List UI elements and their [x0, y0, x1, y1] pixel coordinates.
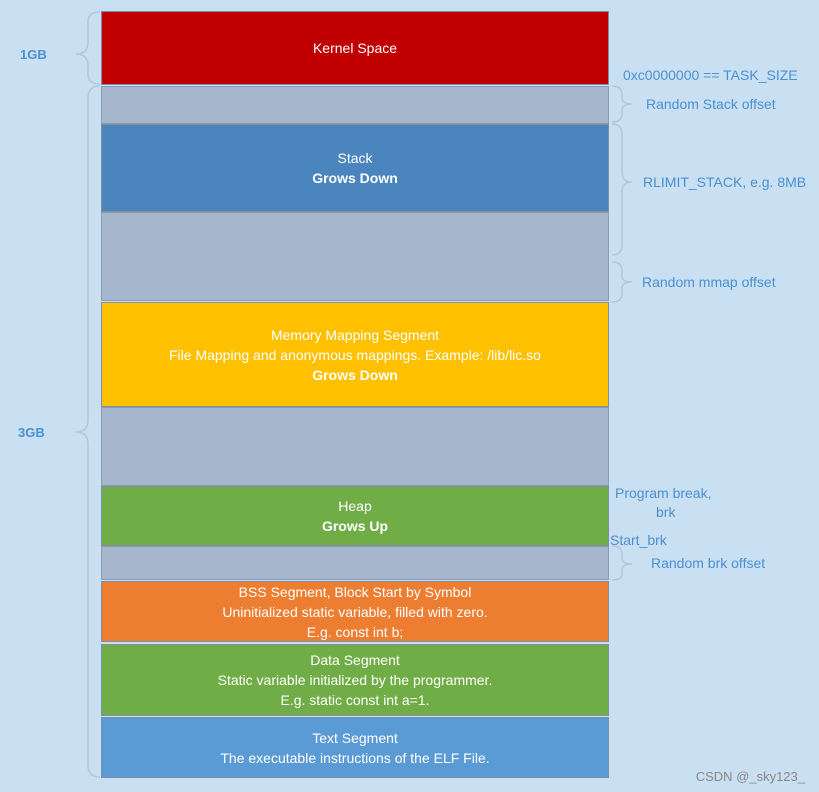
stack-label: Stack [337, 150, 373, 166]
brk-label: brk [656, 504, 676, 520]
bss-example: E.g. const int b; [306, 623, 404, 640]
random-stack-gap [101, 86, 609, 124]
text-segment-block: Text Segment The executable instructions… [101, 717, 609, 778]
kernel-space-label: Kernel Space [312, 40, 398, 56]
left-brace-1gb [75, 11, 101, 85]
random-brk-label: Random brk offset [651, 555, 766, 571]
program-break-label: Program break, [615, 485, 712, 501]
bss-desc: Uninitialized static variable, filled wi… [222, 603, 488, 620]
size-label-3gb: 3GB [18, 425, 45, 440]
stack-block: Stack Grows Down [101, 124, 609, 212]
data-desc: Static variable initialized by the progr… [217, 672, 493, 688]
mmap-grows-label: Grows Down [312, 366, 398, 383]
size-label-1gb: 1GB [20, 47, 47, 62]
watermark: CSDN @_sky123_ [695, 769, 805, 784]
right-brace-random-stack [611, 85, 633, 123]
heap-grows-label: Grows Up [321, 518, 389, 534]
stack-grows-label: Grows Down [312, 170, 398, 186]
mmap-heap-gap [101, 407, 609, 486]
start-brk-label: Start_brk [610, 532, 667, 548]
mmap-label: Memory Mapping Segment [270, 326, 440, 343]
data-segment-block: Data Segment Static variable initialized… [101, 644, 609, 716]
bss-label: BSS Segment, Block Start by Symbol [238, 583, 472, 600]
text-label: Text Segment [312, 729, 398, 746]
mmap-block: Memory Mapping Segment File Mapping and … [101, 302, 609, 407]
bss-block: BSS Segment, Block Start by Symbol Unini… [101, 581, 609, 642]
mmap-desc: File Mapping and anonymous mappings. Exa… [169, 346, 541, 363]
kernel-space-block: Kernel Space [101, 11, 609, 85]
random-brk-gap [101, 546, 609, 580]
heap-label: Heap [338, 498, 372, 514]
text-desc: The executable instructions of the ELF F… [220, 749, 490, 766]
right-brace-random-mmap [611, 261, 633, 303]
stack-gap [101, 212, 609, 301]
random-mmap-label: Random mmap offset [642, 274, 776, 290]
data-example: E.g. static const int a=1. [280, 692, 430, 708]
right-brace-rlimit [611, 123, 633, 256]
right-brace-random-brk [611, 545, 633, 581]
data-label: Data Segment [310, 652, 400, 668]
rlimit-label: RLIMIT_STACK, e.g. 8MB [643, 174, 807, 190]
heap-block: Heap Grows Up [101, 486, 609, 546]
task-size-label: 0xc0000000 == TASK_SIZE [623, 67, 798, 83]
random-stack-label: Random Stack offset [646, 96, 776, 112]
left-brace-3gb [75, 85, 101, 778]
